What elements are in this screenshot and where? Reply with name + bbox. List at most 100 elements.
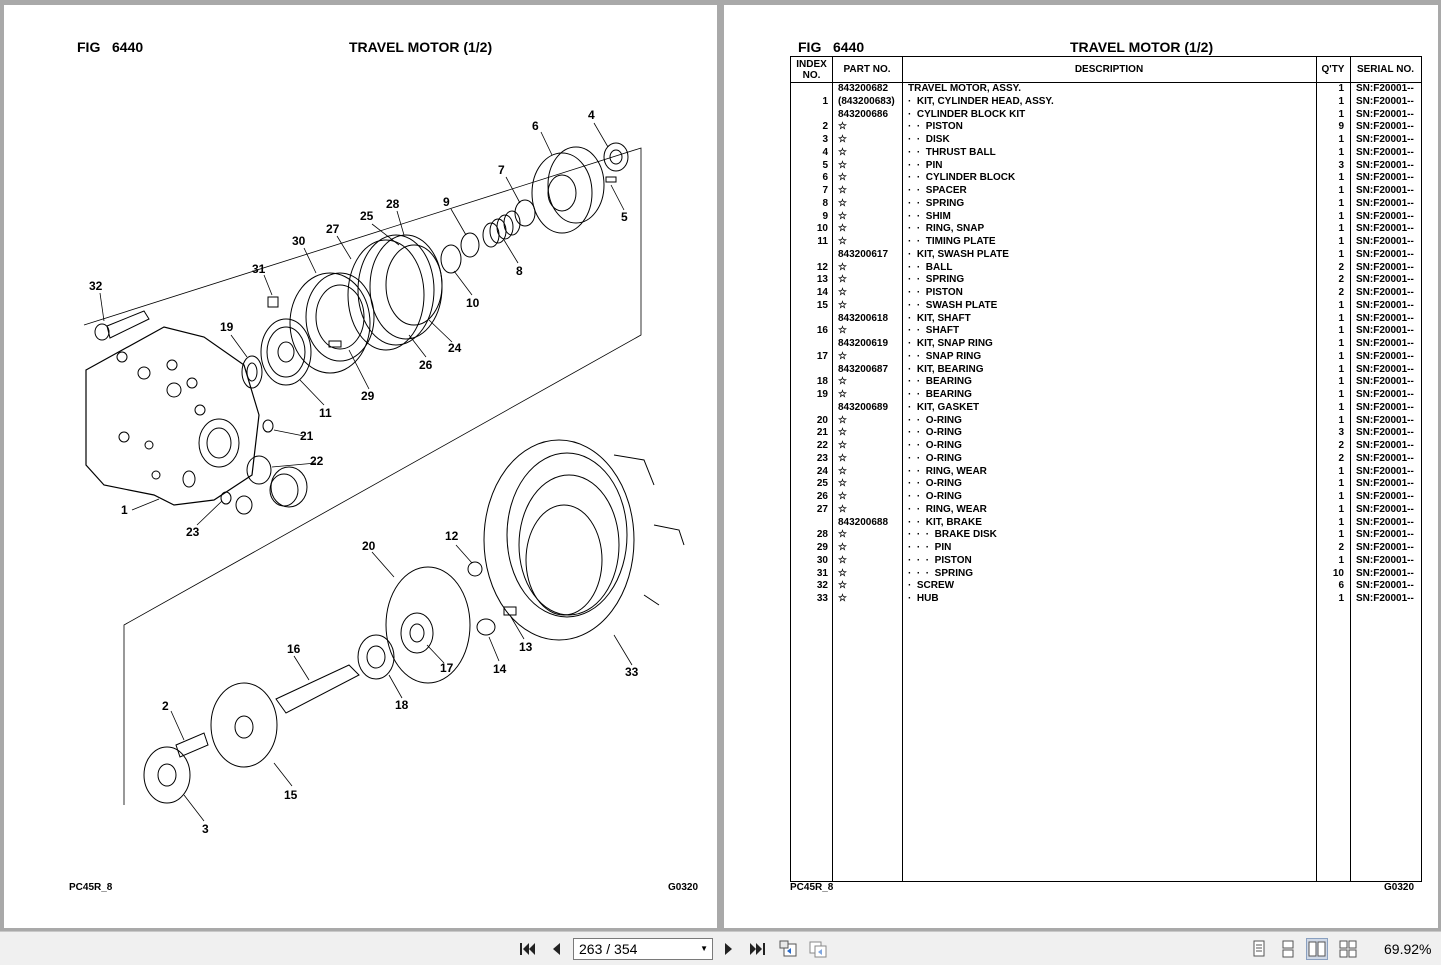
pin-29-part [328, 340, 342, 348]
row-part-no: 843200688 [838, 516, 889, 528]
row-description: · · O-RING [908, 414, 962, 426]
footer-model: PC45R_8 [69, 882, 113, 893]
row-part-no: ☆ [838, 185, 847, 196]
row-qty: 1 [1338, 414, 1344, 426]
callout-16: 16 [287, 642, 301, 656]
row-serial: SN:F20001-- [1356, 580, 1414, 592]
plug-small-part [235, 495, 253, 515]
callout-labels: 1 2 3 4 5 6 7 8 9 10 11 12 13 14 15 16 1… [89, 108, 639, 836]
row-serial: SN:F20001-- [1356, 465, 1414, 477]
row-part-no: ☆ [838, 159, 847, 171]
block-spring-part [482, 210, 521, 248]
rotate-view-button[interactable] [777, 938, 799, 960]
row-index: 32 [816, 580, 828, 592]
row-serial: SN:F20001-- [1356, 516, 1414, 528]
row-index: 29 [816, 542, 828, 553]
row-index: 10 [816, 223, 828, 235]
continuous-facing-view-button[interactable] [1337, 938, 1359, 960]
row-index: 8 [822, 197, 828, 209]
row-qty: 1 [1338, 503, 1344, 515]
row-index: 9 [822, 210, 828, 222]
row-part-no: ☆ [838, 414, 847, 426]
row-description: · · PISTON [908, 121, 963, 133]
continuous-page-icon [1282, 940, 1294, 958]
row-serial: SN:F20001-- [1356, 542, 1414, 553]
row-index: 14 [816, 287, 828, 298]
o-ring-25 [357, 234, 435, 346]
page-number-input[interactable]: 263 / 354 ▼ [573, 938, 713, 960]
last-page-button[interactable] [747, 938, 769, 960]
row-description: · · O-RING [908, 478, 962, 490]
row-part-no: ☆ [838, 134, 847, 145]
row-index: 15 [816, 299, 828, 311]
row-part-no: 843200689 [838, 401, 889, 413]
row-serial: SN:F20001-- [1356, 414, 1414, 426]
row-part-no: ☆ [838, 389, 847, 400]
row-index: 30 [816, 554, 828, 566]
row-description: · · · PIN [908, 542, 952, 553]
row-description: TRAVEL MOTOR, ASSY. [908, 83, 1021, 94]
row-serial: SN:F20001-- [1356, 350, 1414, 362]
row-index: 2 [822, 121, 828, 133]
fig-number: 6440 [112, 39, 144, 55]
row-description: · · · PISTON [908, 554, 972, 566]
row-qty: 1 [1338, 491, 1344, 502]
row-part-no: ☆ [838, 299, 847, 311]
callout-2: 2 [162, 699, 169, 713]
row-serial: SN:F20001-- [1356, 376, 1414, 388]
parts-table: INDEX NO. PART NO. DESCRIPTION Q'TY SERI… [790, 56, 1422, 882]
row-serial: SN:F20001-- [1356, 210, 1414, 222]
row-qty: 2 [1338, 542, 1344, 553]
row-serial: SN:F20001-- [1356, 312, 1414, 324]
single-page-view-button[interactable] [1248, 938, 1270, 960]
copy-view-button[interactable] [807, 938, 829, 960]
callout-10: 10 [466, 296, 480, 310]
callout-14: 14 [493, 662, 507, 676]
row-description: · · BALL [908, 261, 953, 273]
row-description: · · · BRAKE DISK [908, 529, 997, 541]
first-page-button[interactable] [516, 938, 538, 960]
swash-plate-part [210, 682, 278, 768]
chevron-down-icon[interactable]: ▼ [700, 944, 708, 953]
row-index: 5 [822, 159, 828, 171]
row-part-no: ☆ [838, 503, 847, 515]
zoom-level[interactable]: 69.92% [1384, 941, 1432, 957]
row-description: · · SPACER [908, 185, 967, 196]
fig-label: FIG 6440 [798, 39, 864, 55]
row-part-no: ☆ [838, 529, 847, 541]
row-part-no: ☆ [838, 350, 847, 362]
row-serial: SN:F20001-- [1356, 363, 1414, 375]
spring-31-part [267, 296, 279, 308]
row-qty: 1 [1338, 95, 1344, 107]
row-index: 25 [816, 478, 828, 490]
ball-part [467, 561, 483, 577]
continuous-page-view-button[interactable] [1277, 938, 1299, 960]
cylinder-block-part [531, 146, 605, 234]
cutting-plane-lines [83, 147, 642, 805]
row-part-no: ☆ [838, 593, 847, 604]
row-description: · · PIN [908, 159, 943, 171]
facing-pages-view-button[interactable] [1306, 938, 1328, 960]
row-serial: SN:F20001-- [1356, 95, 1414, 107]
row-description: · SCREW [908, 580, 955, 592]
row-serial: SN:F20001-- [1356, 185, 1414, 196]
row-qty: 1 [1338, 210, 1344, 222]
row-serial: SN:F20001-- [1356, 529, 1414, 541]
prev-page-button[interactable] [545, 938, 567, 960]
next-page-button[interactable] [718, 938, 740, 960]
row-qty: 2 [1338, 274, 1344, 286]
row-serial: SN:F20001-- [1356, 236, 1414, 247]
spring-13-part [503, 606, 517, 616]
